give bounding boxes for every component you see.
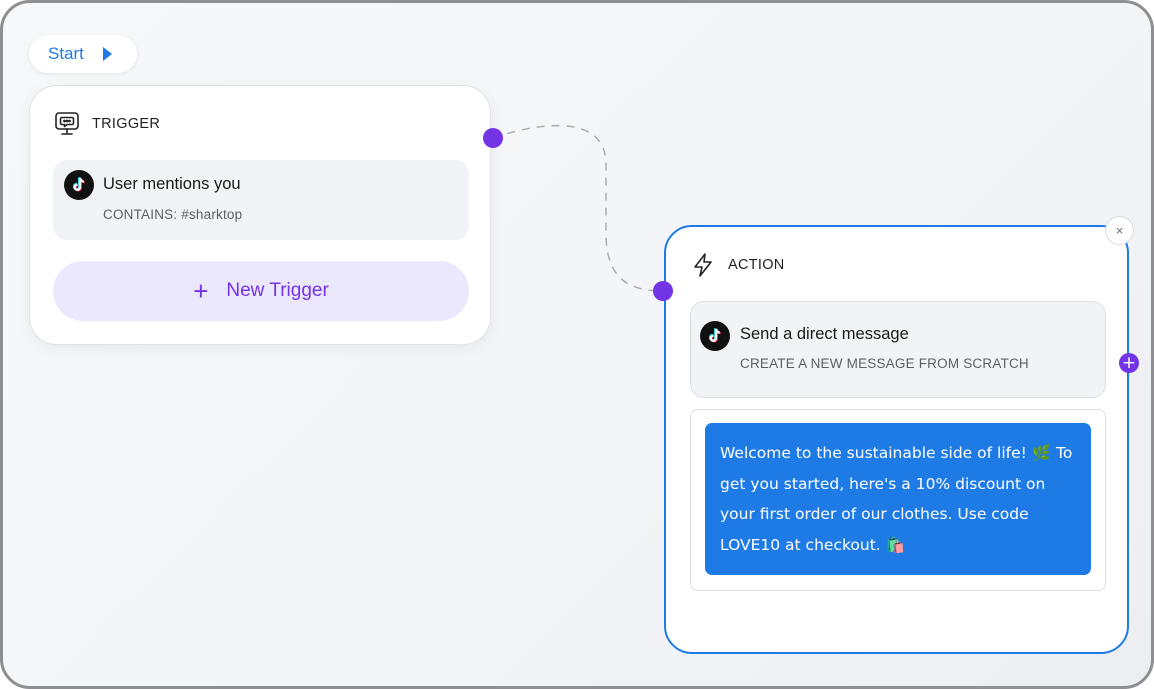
message-preview[interactable]: Welcome to the sustainable side of life!… [690,409,1106,591]
new-trigger-button[interactable]: + New Trigger [53,261,469,321]
action-item-subtitle: CREATE A NEW MESSAGE FROM SCRATCH [740,356,1029,371]
action-header-label: ACTION [728,257,785,273]
trigger-item-title: User mentions you [103,175,241,193]
chat-monitor-icon [54,111,80,137]
message-bubble: Welcome to the sustainable side of life!… [705,423,1091,575]
action-item-title: Send a direct message [740,325,909,343]
add-step-button[interactable]: + [1119,353,1139,373]
trigger-item[interactable]: User mentions you CONTAINS: #sharktop [53,160,469,240]
action-header: ACTION [690,252,785,278]
new-trigger-label: New Trigger [226,280,329,301]
plus-icon: + [1121,352,1137,373]
play-icon [102,47,112,61]
close-button[interactable]: × [1105,216,1134,245]
trigger-card[interactable]: TRIGGER User mentions you CONTAINS: #sha… [29,85,491,345]
tiktok-icon [64,170,94,200]
close-icon: × [1115,223,1124,238]
action-input-handle[interactable] [653,281,673,301]
lightning-icon [690,252,716,278]
action-item[interactable]: Send a direct message CREATE A NEW MESSA… [690,301,1106,398]
trigger-output-handle[interactable] [483,128,503,148]
plus-icon: + [193,276,209,306]
trigger-item-subtitle: CONTAINS: #sharktop [103,207,243,222]
start-button[interactable]: Start [29,35,137,73]
start-label: Start [48,44,84,63]
action-card[interactable]: ACTION Send a direct message CREATE A NE… [664,225,1129,654]
trigger-header: TRIGGER [54,111,160,137]
trigger-header-label: TRIGGER [92,116,161,132]
tiktok-icon [700,321,730,351]
